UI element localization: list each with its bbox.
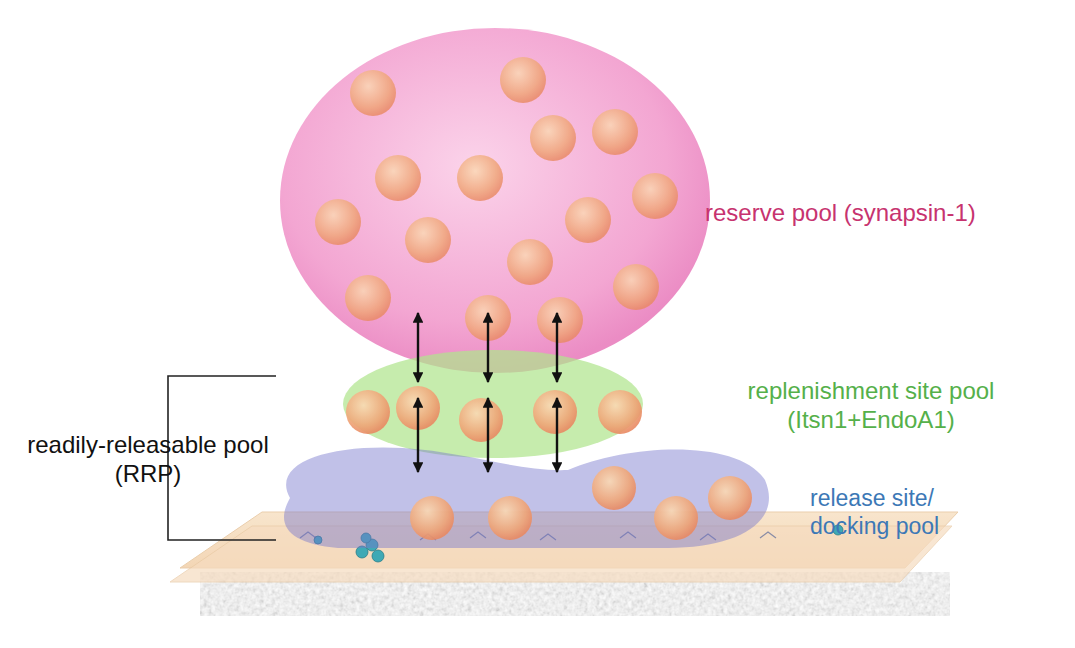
vesicle [375,155,421,201]
vesicle [507,239,553,285]
vesicle [592,466,636,510]
double-arrow [556,313,558,382]
double-arrow [487,398,489,472]
vesicle [533,390,577,434]
vesicle [345,275,391,321]
double-arrow [417,398,419,472]
double-arrow [556,398,558,472]
replenishment-pool-ellipse: replenishment site pool (Itsn1+EndoA1) [343,350,643,458]
bracket-label: readily-releasable pool (RRP) [13,430,283,489]
vesicle [654,496,698,540]
double-arrow [417,313,419,382]
pool-label: release site/ docking pool [810,484,960,540]
vesicle [598,390,642,434]
protein [372,550,384,562]
vesicle [632,173,678,219]
docking-pool-blob-outline [268,440,773,550]
reserve-pool-ellipse: reserve pool (synapsin-1) [280,28,710,373]
pool-label: replenishment site pool (Itsn1+EndoA1) [721,376,1021,435]
replenishment-pool-ellipse-fill [343,350,643,458]
vesicle [565,197,611,243]
tether [760,532,776,538]
vesicle [410,496,454,540]
double-arrow [487,313,489,382]
vesicle [465,295,511,341]
vesicle [537,297,583,343]
vesicle [315,199,361,245]
vesicle [592,109,638,155]
replenishment-pool-ellipse-outline [343,350,643,458]
docking-pool-blob: release site/ docking pool [268,440,773,550]
vesicle [457,155,503,201]
vesicle [346,390,390,434]
vesicle [405,217,451,263]
vesicle [488,496,532,540]
vesicle [500,57,546,103]
vesicle [613,264,659,310]
reserve-pool-ellipse-outline [280,28,710,373]
docking-pool-blob-fill [284,447,769,548]
vesicle [396,386,440,430]
vesicle [708,476,752,520]
vesicle [530,115,576,161]
vesicle [350,70,396,116]
reserve-pool-ellipse-fill [280,28,710,373]
vesicle [459,398,503,442]
pool-label: reserve pool (synapsin-1) [705,198,1065,227]
